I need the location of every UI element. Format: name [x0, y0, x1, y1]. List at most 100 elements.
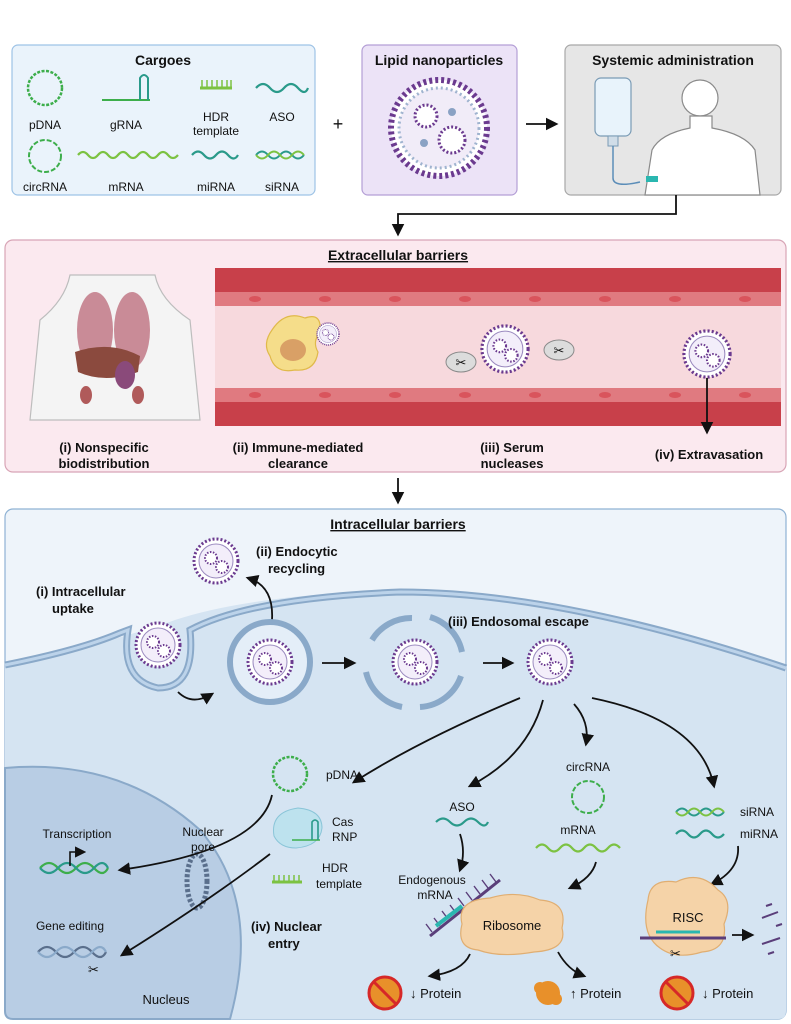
risc-icon: [645, 876, 729, 956]
cargo-pdna-label: pDNA: [29, 118, 61, 132]
transcription-label: Transcription: [43, 827, 112, 841]
recycling-label-1: (ii) Endocytic: [256, 544, 338, 559]
arrow-transcription: [117, 794, 273, 875]
lnp-cytosol-icon: [526, 638, 574, 686]
extra-b1-label-2: biodistribution: [59, 456, 150, 471]
arrow-gene-editing: [119, 853, 271, 957]
protein-down-label-2: ↓ Protein: [702, 986, 753, 1001]
protein-icon: [534, 981, 562, 1005]
ribosome-icon: [460, 893, 564, 956]
intra-sirna-label: siRNA: [740, 805, 774, 819]
arrow-to-sirna: [591, 697, 719, 789]
ribosome-label: Ribosome: [483, 918, 542, 933]
cargo-sirna-label: siRNA: [265, 180, 299, 194]
mrna-icon: [77, 150, 179, 160]
arrow-ribosome-down: [427, 953, 471, 981]
cargo-circrna-label: circRNA: [23, 180, 67, 194]
pore-label-1: Nuclear: [182, 825, 223, 839]
endogenous-label-2: mRNA: [417, 888, 452, 902]
svg-text:✂: ✂: [670, 946, 681, 961]
nuclear-entry-label-2: entry: [268, 936, 301, 951]
intra-circrna-label: circRNA: [566, 760, 610, 774]
pore-label-2: pore: [191, 840, 215, 854]
extra-b3-label-1: (iii) Serum: [480, 440, 544, 455]
protein-blocked-icon-1: [367, 975, 403, 1011]
lnp-extravasating-icon: [682, 329, 732, 379]
cargo-grna-label: gRNA: [110, 118, 142, 132]
hdr-template-icon: [200, 80, 232, 90]
arrow-aso-to-mrna: [457, 833, 470, 873]
circrna-icon: [28, 139, 62, 173]
hdr-template-icon: [272, 875, 302, 884]
lnp-uptake-icon: [134, 621, 182, 669]
uptake-label-1: (i) Intracellular: [36, 584, 126, 599]
pdna-icon: [271, 755, 309, 793]
degraded-fragments-icon: [761, 903, 783, 955]
lnp-escaping-icon: [391, 638, 439, 686]
arrow-to-extracellular: [391, 195, 677, 237]
extra-b1-label-1: (i) Nonspecific: [59, 440, 149, 455]
protein-blocked-icon-2: [659, 975, 695, 1011]
circrna-icon: [571, 780, 605, 814]
cas-label-1: Cas: [332, 815, 353, 829]
nucleus-label: Nucleus: [143, 992, 190, 1007]
extra-b3-label-2: nucleases: [481, 456, 544, 471]
lipid-nanoparticle-icon: [388, 77, 490, 179]
sirna-icon: [255, 150, 305, 160]
intra-aso-label: ASO: [449, 800, 474, 814]
torso-organs-icon: [29, 274, 201, 421]
arrow-recycling: [245, 574, 273, 621]
patient-silhouette-icon: [644, 79, 761, 196]
gene-editing-dna-icon: ✂: [37, 945, 107, 977]
plus-sign: +: [333, 114, 344, 134]
extracellular-title: Extracellular barriers: [328, 247, 468, 263]
pdna-icon: [26, 69, 64, 107]
protein-up-label: ↑ Protein: [570, 986, 621, 1001]
recycling-label-2: recycling: [268, 561, 325, 576]
svg-text:✂: ✂: [456, 355, 467, 370]
nuclease-scissors-icon-1: ✂: [445, 351, 477, 373]
intra-pdna-label: pDNA: [326, 768, 358, 782]
macrophage-icon: [265, 315, 321, 372]
lnp-recycled-icon: [192, 537, 240, 585]
lnp-engulfed-icon: [316, 322, 340, 346]
intra-hdr-label-2: template: [316, 877, 362, 891]
cas-rnp-icon: [273, 807, 323, 849]
intracellular-title: Intracellular barriers: [330, 516, 466, 532]
svg-text:✂: ✂: [88, 962, 99, 977]
cargo-mirna-label: miRNA: [197, 180, 235, 194]
cargo-mrna-label: mRNA: [108, 180, 143, 194]
svg-text:✂: ✂: [554, 343, 565, 358]
extra-b2-label-2: clearance: [268, 456, 328, 471]
intra-hdr-label-1: HDR: [322, 861, 348, 875]
aso-icon: [255, 82, 310, 94]
aso-icon: [435, 817, 490, 827]
grna-icon: [102, 74, 150, 101]
mirna-icon: [191, 150, 239, 160]
endogenous-label-1: Endogenous: [398, 873, 465, 887]
arrow-to-aso: [467, 699, 544, 788]
arrow-to-circrna: [573, 703, 594, 747]
ruptured-endosome: [363, 614, 465, 710]
protein-down-label-1: ↓ Protein: [410, 986, 461, 1001]
nuclear-entry-label-1: (iv) Nuclear: [251, 919, 322, 934]
cleaved-mrna-icon: ✂: [640, 930, 726, 961]
intra-mrna-label: mRNA: [560, 823, 595, 837]
escape-label: (iii) Endosomal escape: [448, 614, 589, 629]
lnp-title: Lipid nanoparticles: [375, 52, 504, 68]
risc-label: RISC: [672, 910, 703, 925]
nuclease-scissors-icon-2: ✂: [543, 339, 575, 361]
iv-bag-icon: [594, 77, 641, 185]
administration-title: Systemic administration: [592, 52, 754, 68]
extra-b4-label: (iv) Extravasation: [655, 447, 763, 462]
cargoes-title: Cargoes: [135, 52, 191, 68]
cell-membrane-inner: [4, 590, 787, 690]
mirna-icon: [675, 829, 725, 839]
cargoes-panel: [11, 44, 316, 196]
gene-editing-label: Gene editing: [36, 919, 104, 933]
extra-b2-label-1: (ii) Immune-mediated: [233, 440, 364, 455]
arrow-ribosome-up: [557, 951, 587, 979]
cargo-hdr-label-1: HDR: [203, 110, 229, 124]
arrow-into-endosome: [177, 691, 215, 705]
cas-label-2: RNP: [332, 830, 357, 844]
